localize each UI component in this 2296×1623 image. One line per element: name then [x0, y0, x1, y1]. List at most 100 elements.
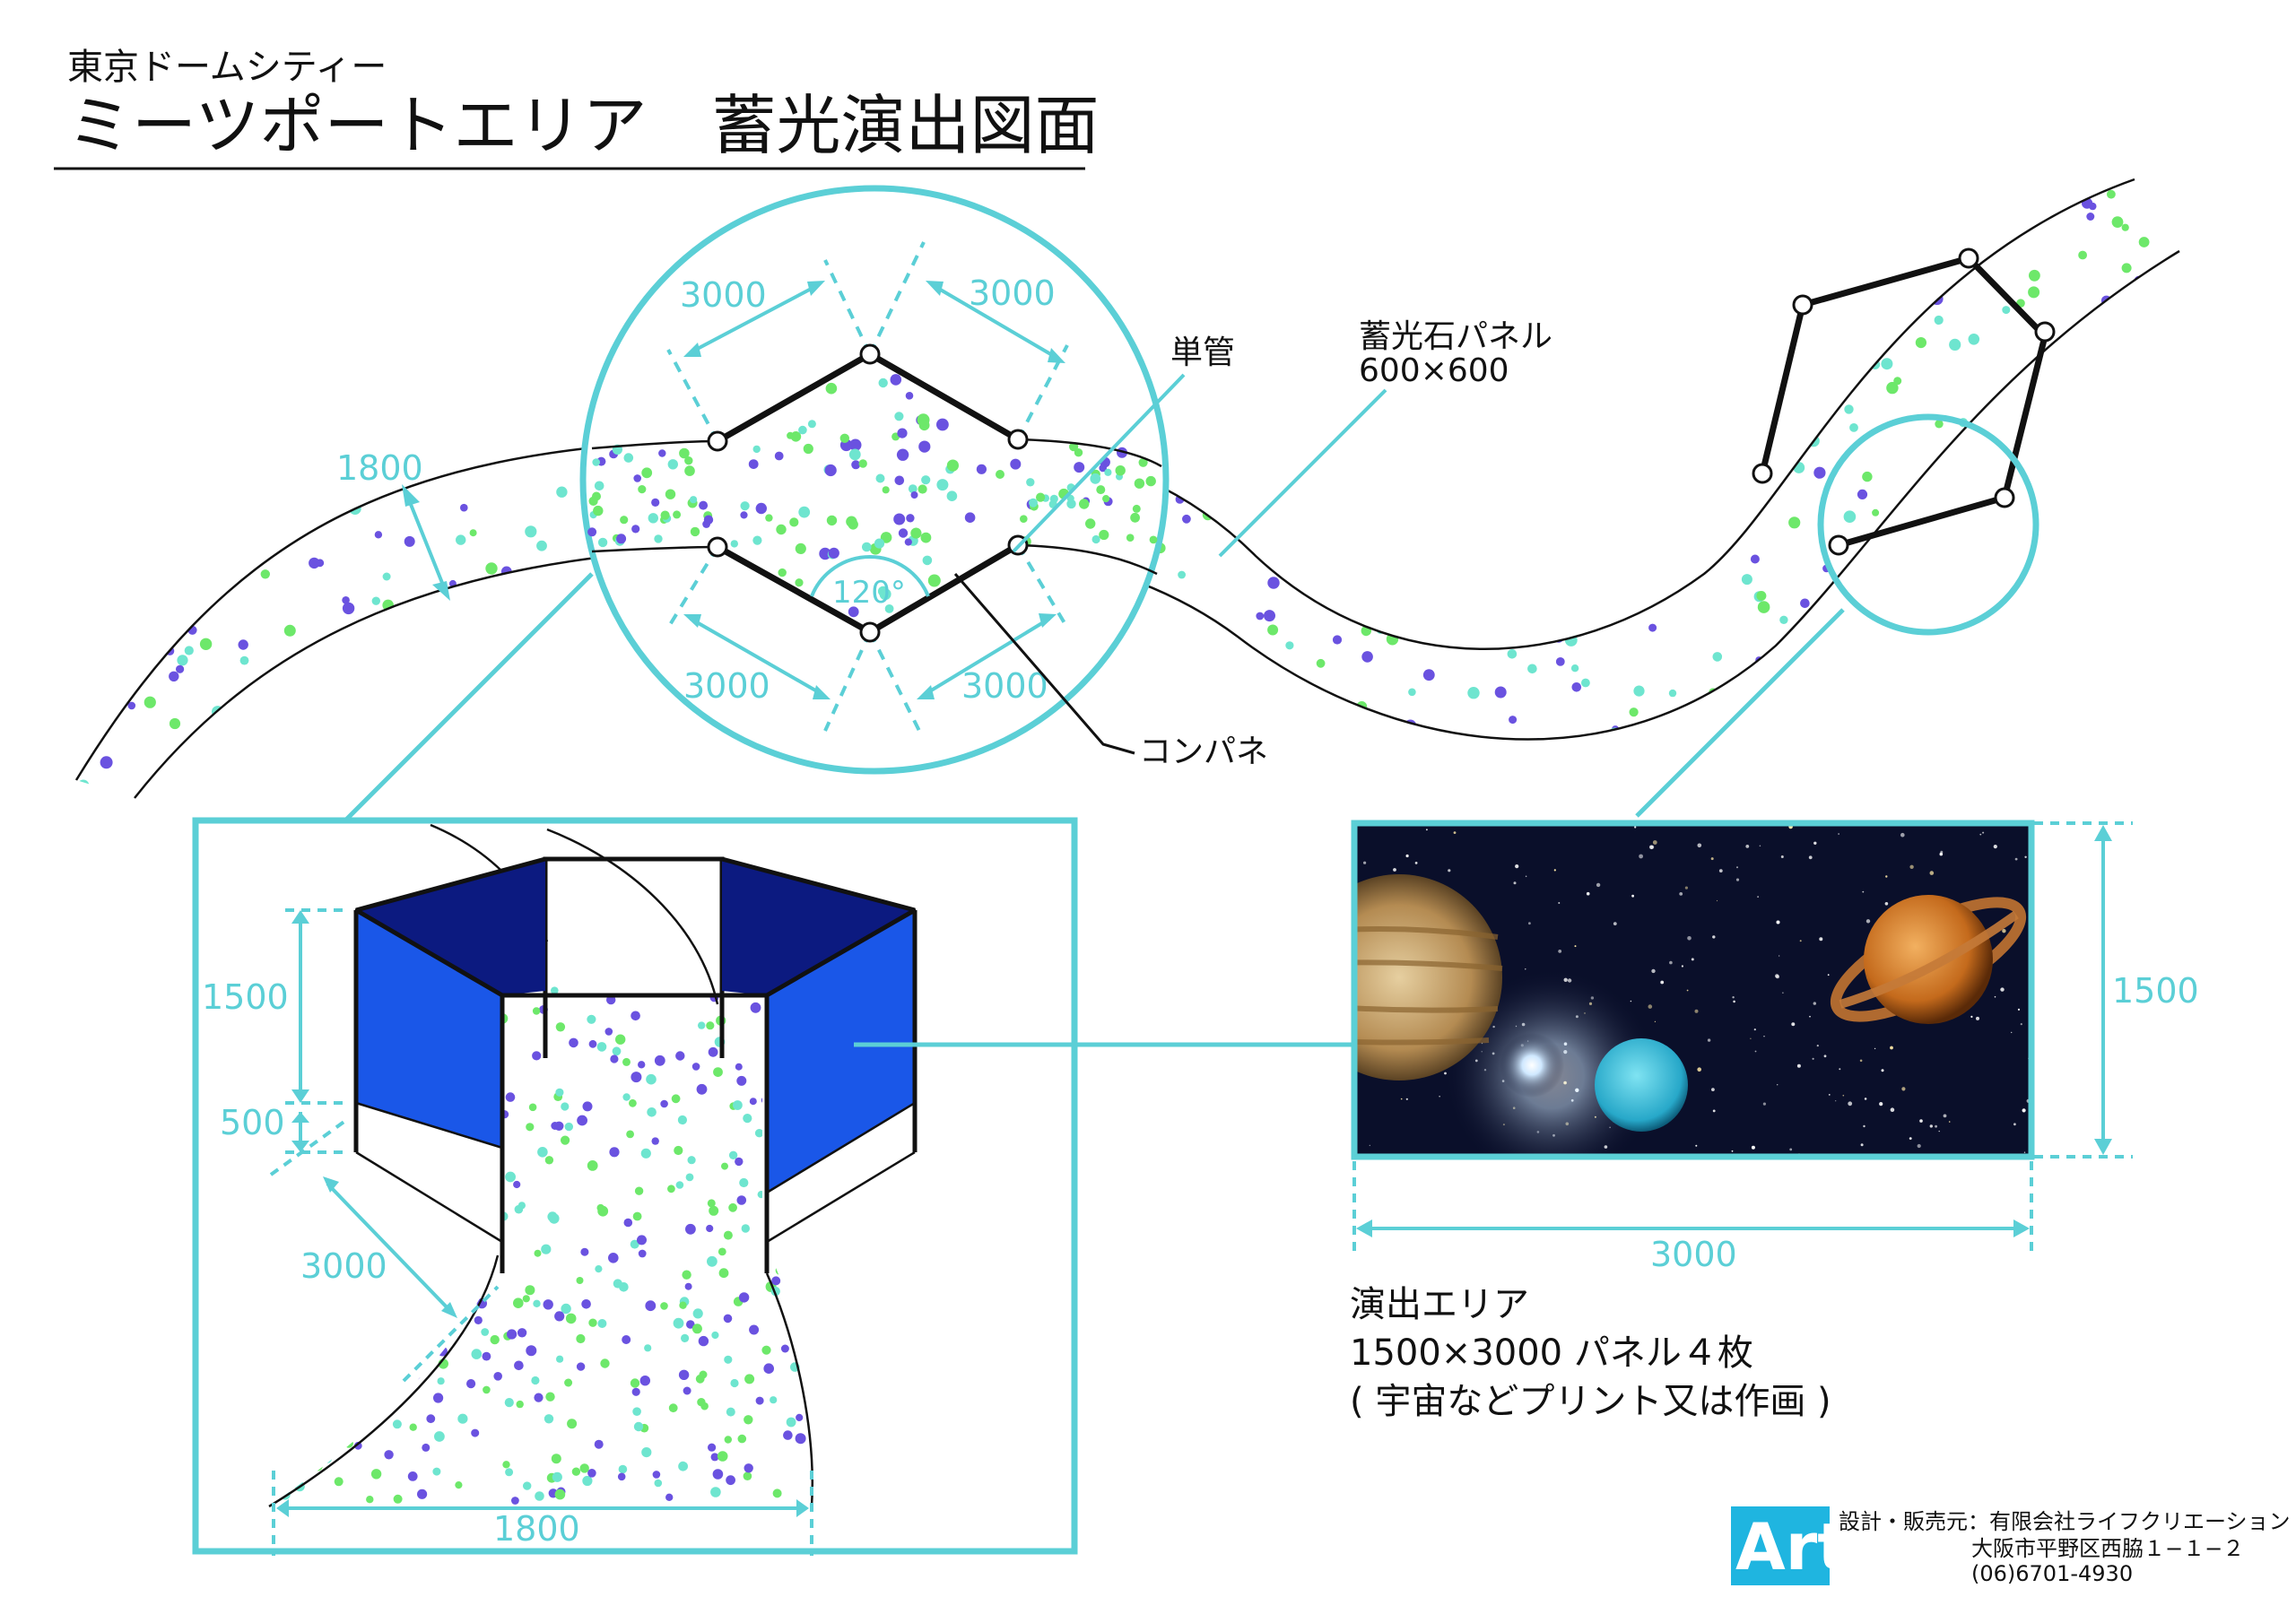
luminous-dot	[1409, 552, 1418, 560]
luminous-dot	[780, 1344, 789, 1353]
luminous-dot	[471, 450, 483, 462]
star	[1679, 892, 1683, 896]
luminous-dot	[2112, 349, 2126, 362]
luminous-dot	[342, 602, 355, 615]
luminous-dot	[507, 1329, 517, 1340]
luminous-dot	[1710, 723, 1718, 731]
luminous-dot	[561, 1135, 570, 1145]
luminous-dot	[230, 798, 241, 809]
luminous-dot	[744, 775, 754, 785]
luminous-dot	[862, 542, 872, 552]
luminous-dot	[1253, 489, 1264, 499]
luminous-dot	[1048, 793, 1059, 798]
luminous-dot	[1460, 562, 1471, 574]
luminous-dot	[184, 195, 193, 203]
star	[2020, 1023, 2022, 1026]
star	[1796, 1063, 1801, 1068]
luminous-dot	[545, 1392, 555, 1402]
luminous-dot	[616, 534, 627, 544]
luminous-dot	[2122, 441, 2132, 452]
luminous-dot	[631, 667, 641, 676]
luminous-dot	[309, 312, 319, 322]
panel-back-right	[722, 859, 915, 995]
luminous-dot	[770, 1396, 778, 1404]
star	[1660, 980, 1665, 985]
luminous-dot	[1839, 378, 1848, 386]
star	[1710, 857, 1714, 861]
luminous-dot	[898, 528, 909, 538]
luminous-dot	[1376, 179, 1389, 186]
luminous-dot	[879, 588, 891, 601]
luminous-dot	[123, 204, 135, 215]
luminous-dot	[1108, 716, 1119, 728]
luminous-dot	[1309, 388, 1318, 398]
luminous-dot	[2054, 774, 2067, 786]
luminous-dot	[1749, 374, 1761, 386]
luminous-dot	[723, 1230, 733, 1240]
star	[1776, 920, 1780, 924]
luminous-dot	[1608, 506, 1619, 516]
luminous-dot	[320, 307, 330, 317]
luminous-dot	[571, 1467, 581, 1476]
luminous-dot	[641, 467, 653, 479]
luminous-dot	[1464, 439, 1472, 447]
luminous-dot	[1162, 410, 1172, 420]
luminous-dot	[147, 348, 157, 358]
luminous-dot	[1462, 738, 1474, 751]
luminous-dot	[571, 757, 584, 769]
luminous-dot	[1596, 213, 1605, 222]
luminous-dot	[485, 362, 499, 376]
luminous-dot	[1467, 687, 1480, 699]
luminous-dot	[1532, 556, 1540, 564]
star	[1718, 869, 1723, 872]
luminous-dot	[1734, 389, 1744, 400]
luminous-dot	[1622, 492, 1632, 504]
star	[1558, 902, 1561, 904]
luminous-dot	[576, 1277, 584, 1284]
luminous-dot	[648, 723, 657, 733]
luminous-dot	[1917, 777, 1927, 787]
luminous-dot	[675, 1051, 685, 1061]
luminous-dot	[1906, 193, 1918, 204]
luminous-dot	[2038, 169, 2045, 177]
footer-address: 大阪市平野区西脇１−１−２	[1971, 1536, 2244, 1561]
luminous-dot	[150, 215, 161, 227]
luminous-dot	[163, 330, 175, 342]
star	[1716, 899, 1718, 902]
description-line2: 1500×3000 パネル４枚	[1350, 1332, 1753, 1374]
luminous-dot	[737, 1434, 747, 1444]
luminous-dot	[283, 360, 297, 373]
luminous-dot	[1994, 797, 2003, 798]
luminous-dot	[1864, 546, 1876, 560]
luminous-dot	[798, 425, 807, 435]
luminous-dot	[735, 1063, 743, 1071]
luminous-dot	[1114, 244, 1123, 252]
luminous-dot	[1238, 364, 1247, 373]
luminous-dot	[1074, 462, 1085, 473]
luminous-dot	[631, 1072, 642, 1083]
luminous-dot	[1015, 179, 1025, 189]
luminous-dot	[489, 418, 502, 431]
luminous-dot	[387, 687, 397, 698]
luminous-dot	[283, 441, 295, 454]
luminous-dot	[671, 1094, 681, 1104]
luminous-dot	[1862, 471, 1873, 482]
luminous-dot	[369, 425, 380, 438]
luminous-dot	[1970, 591, 1983, 603]
star	[2011, 1031, 2013, 1034]
luminous-dot	[679, 1301, 687, 1309]
luminous-dot	[1038, 179, 1051, 181]
luminous-dot	[425, 293, 435, 302]
luminous-dot	[796, 1413, 804, 1421]
luminous-dot	[848, 519, 858, 530]
star	[1816, 1045, 1819, 1047]
luminous-dot	[1926, 255, 1936, 265]
luminous-dot	[761, 769, 770, 779]
callout-line-panel	[1218, 388, 1387, 558]
luminous-dot	[1032, 213, 1045, 226]
star	[1763, 1036, 1765, 1037]
luminous-dot	[1800, 598, 1810, 609]
star	[2023, 1151, 2026, 1153]
luminous-dot	[1779, 615, 1788, 624]
